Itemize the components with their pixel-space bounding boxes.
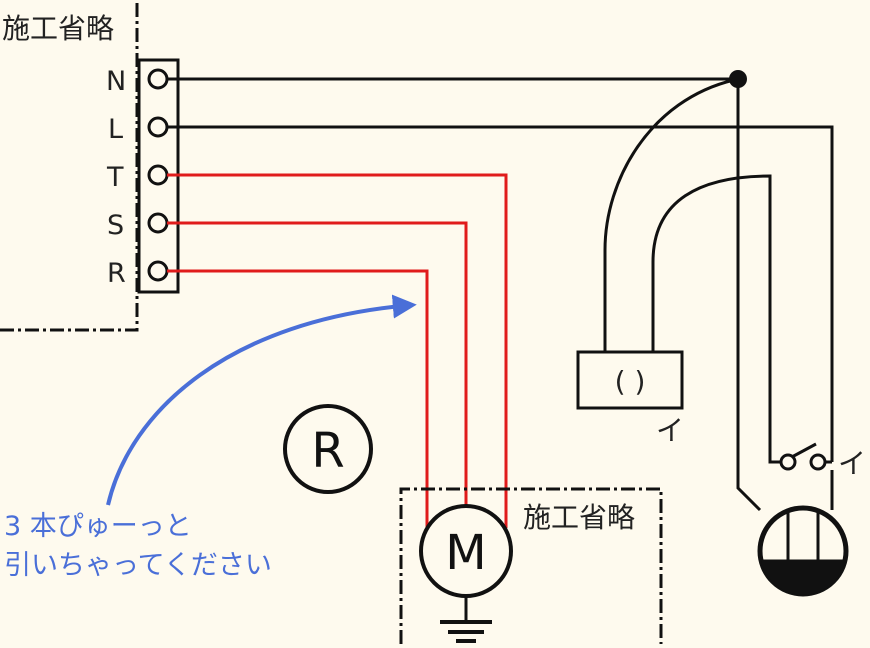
wire-switch-return: [651, 174, 784, 464]
wire-l: [167, 125, 834, 462]
red-wires: [167, 173, 508, 528]
lamp-symbol: [757, 505, 849, 597]
wire-n-to-lamp: [736, 79, 762, 512]
annotation-line1: 3 本ぴゅーっと: [4, 511, 192, 542]
omitted-box-bottom: 施工省略: [399, 487, 663, 644]
wire-r: [167, 269, 429, 528]
omitted-label-bottom: 施工省略: [523, 501, 635, 534]
lamp-switch-label: イ: [838, 447, 866, 480]
terminal-n: [147, 68, 169, 90]
black-wires: [167, 70, 834, 512]
omitted-box-top: 施工省略: [0, 0, 139, 332]
terminal-label-l: L: [108, 114, 123, 145]
lamp-switch-blade: [789, 442, 817, 460]
terminal-r: [147, 260, 169, 282]
motor-label: M: [445, 525, 486, 581]
terminal-l: [147, 116, 169, 138]
relay-symbol: R: [283, 404, 373, 494]
wire-n-to-switch: [603, 78, 735, 352]
annotation-arrow: [106, 294, 417, 506]
motor-symbol: M: [419, 504, 513, 643]
switch-box: ( ) イ: [576, 350, 684, 447]
relay-label: R: [311, 423, 344, 479]
terminal-label-t: T: [106, 162, 124, 193]
switch-box-text: ( ): [615, 365, 646, 398]
terminal-label-n: N: [106, 66, 126, 97]
annotation-line2: 引いちゃってください: [4, 550, 272, 581]
lamp-switch: イ: [779, 447, 866, 480]
switch-label: イ: [656, 414, 684, 447]
wire-s: [167, 221, 468, 506]
annotation: 3 本ぴゅーっと 引いちゃってください: [4, 294, 417, 581]
terminal-t: [147, 164, 169, 186]
terminal-block: N L T S R: [106, 58, 180, 294]
terminal-label-s: S: [107, 210, 124, 241]
terminal-s: [147, 212, 169, 234]
omitted-label-top: 施工省略: [2, 12, 114, 45]
terminal-label-r: R: [107, 258, 126, 289]
wire-t: [167, 173, 508, 528]
